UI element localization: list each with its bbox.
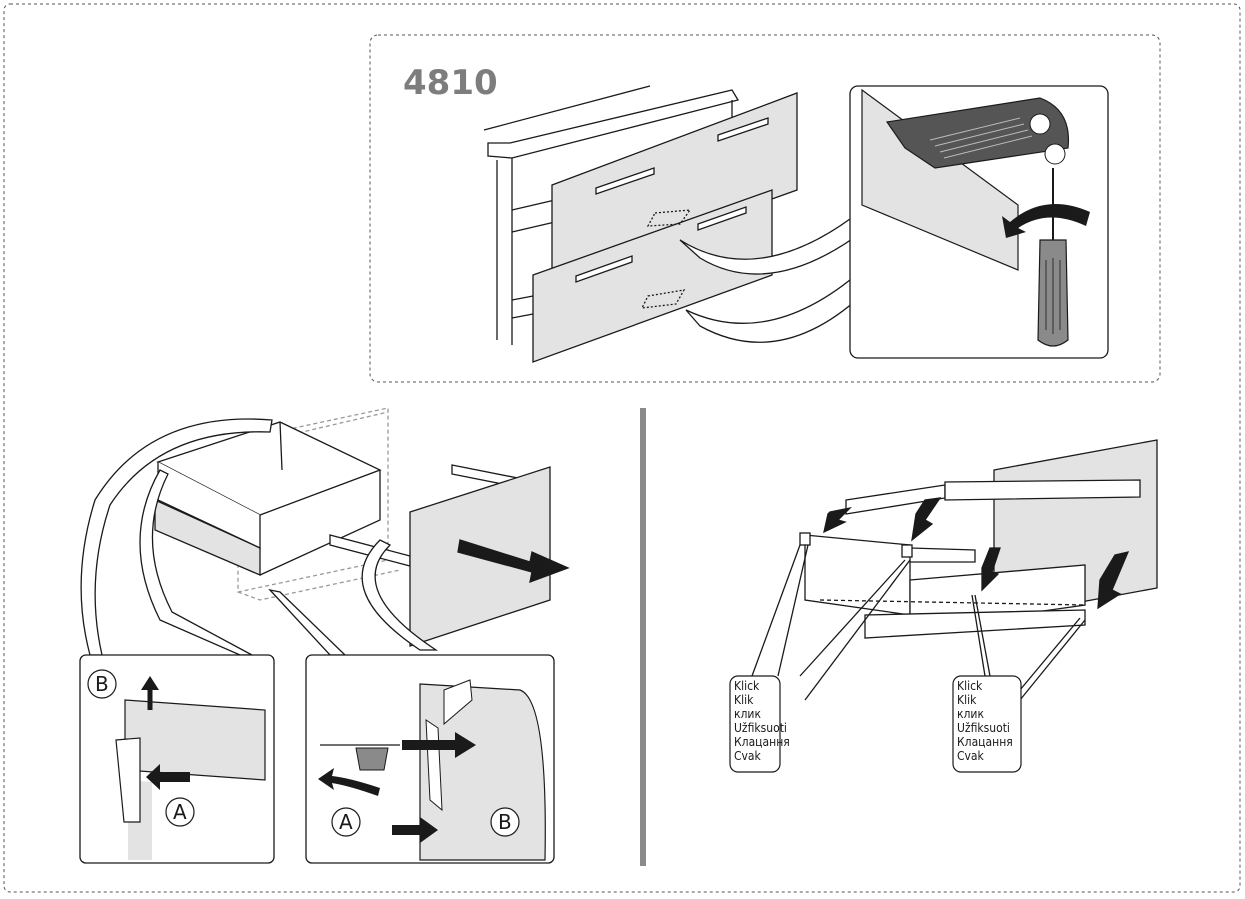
- sound-label: Užfiksuoti: [957, 721, 1010, 735]
- fitting-plate: [885, 97, 1070, 169]
- click-label-box-left: Klick Klik клик Užfiksuoti Клацання Cvak: [729, 675, 790, 773]
- arrow-up-icon: [141, 676, 159, 690]
- screw-head-bottom: [1044, 143, 1066, 165]
- detail-inset-right-clip: A B: [305, 654, 555, 864]
- callout-letter-a: A: [339, 810, 353, 834]
- sound-label: Cvak: [957, 749, 985, 763]
- drawer-removal-illustration: [80, 407, 570, 656]
- sound-label: Klik: [734, 693, 754, 707]
- outer-dashed-frame: [3, 3, 1241, 893]
- click-label-box-right: Klick Klik клик Užfiksuoti Клацання Cvak: [952, 675, 1022, 773]
- arrow-down-icon: [823, 506, 852, 534]
- callout-letter-a: A: [173, 800, 187, 824]
- sound-label: Клацання: [734, 735, 790, 749]
- sound-label: клик: [957, 707, 984, 721]
- sound-label: Cvak: [734, 749, 762, 763]
- sound-label: Klick: [734, 679, 760, 693]
- screw-head-top: [1029, 113, 1051, 135]
- sound-label: Клацання: [957, 735, 1013, 749]
- arrow-right-lower-icon: [392, 817, 438, 843]
- arrow-down-icon: [1097, 551, 1130, 610]
- arrow-down-icon: [911, 497, 942, 542]
- panel-divider: [640, 408, 646, 866]
- model-number: 4810: [403, 63, 498, 103]
- arrow-right-upper-icon: [402, 732, 476, 758]
- sound-label: Klick: [957, 679, 983, 693]
- callout-letter-b: B: [95, 672, 109, 696]
- detail-inset-screwdriver: [849, 85, 1109, 359]
- detail-inset-left-clip: B A: [79, 654, 275, 864]
- lower-drawer-front: [532, 189, 773, 363]
- sound-label: Klik: [957, 693, 977, 707]
- sound-label: Užfiksuoti: [734, 721, 787, 735]
- arrow-left-icon: [146, 764, 190, 790]
- top-dashed-panel: 4810: [369, 34, 1161, 383]
- rotate-arrow-icon: [1002, 204, 1090, 238]
- curved-arrow-a-icon: [318, 768, 380, 796]
- arrow-down-icon: [981, 547, 1001, 592]
- upper-drawer-front: [551, 92, 798, 279]
- pull-arrow-icon: [457, 539, 570, 584]
- drawer-install-illustration: [751, 439, 1158, 701]
- callout-letter-b: B: [498, 810, 512, 834]
- sound-label: клик: [734, 707, 761, 721]
- dresser-illustration: [483, 85, 798, 363]
